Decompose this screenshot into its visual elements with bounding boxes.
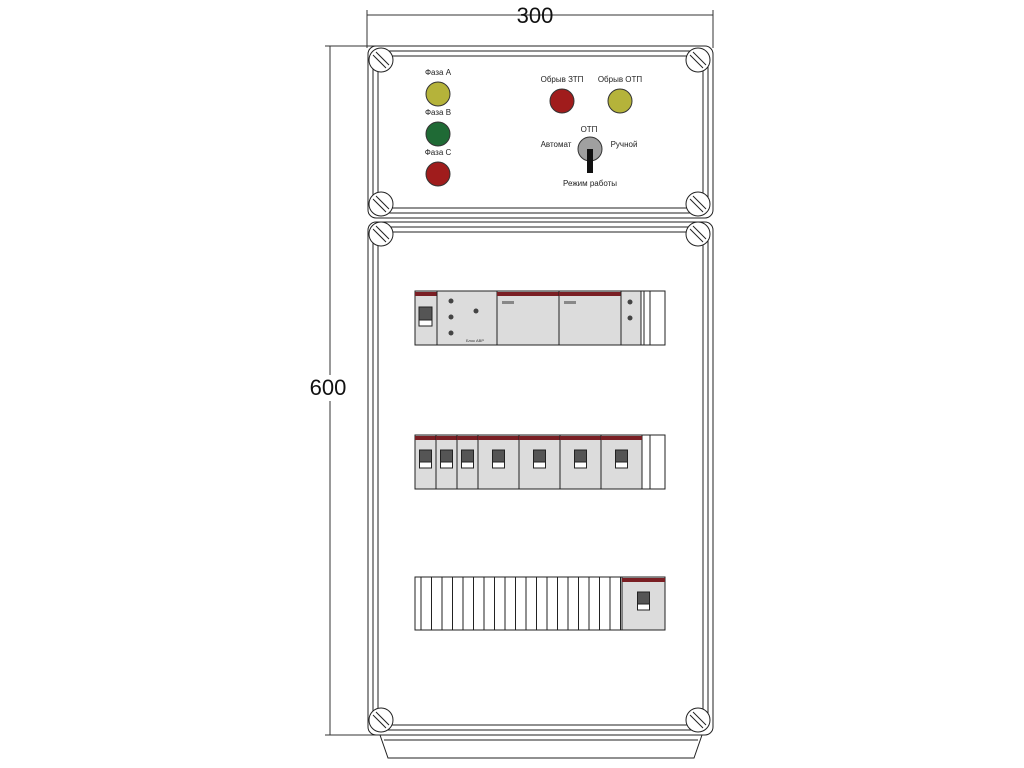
switch-left-label: Автомат [541,140,572,149]
switch-title: ОТП [581,125,598,134]
screw-icon [368,47,394,73]
screws [368,47,711,733]
phase-lamp [425,121,451,147]
width-label: 300 [517,3,554,28]
top-enclosure [367,45,714,219]
screw-icon [368,221,394,247]
indicator-label-2: Обрыв ОТП [598,75,643,84]
avr-relay [436,290,498,346]
din-row-2 [414,434,666,490]
indicator-label-1: Обрыв ЗТП [541,75,584,84]
bottom-enclosure [367,221,714,759]
screw-icon [685,221,711,247]
indicator-lamp-2 [607,88,633,114]
screw-icon [685,47,711,73]
phase-lamp [425,161,451,187]
relay-label: Блок АВР [466,338,484,343]
dimension-width [366,10,714,48]
din-row-3 [414,576,666,631]
circuit-breaker [477,434,520,490]
phase-label: Фаза С [425,148,452,157]
indicator-lamp-1 [549,88,575,114]
switch-right-label: Ручной [611,140,638,149]
switch-caption: Режим работы [563,179,617,188]
phase-label: Фаза А [425,68,452,77]
height-label: 600 [310,375,347,400]
screw-icon [685,707,711,733]
screw-icon [368,707,394,733]
mode-switch[interactable] [577,136,603,173]
phase-label: Фаза В [425,108,451,117]
screw-icon [368,191,394,217]
screw-icon [685,191,711,217]
phase-lamp [425,81,451,107]
din-row-1: Блок АВР [414,290,666,346]
